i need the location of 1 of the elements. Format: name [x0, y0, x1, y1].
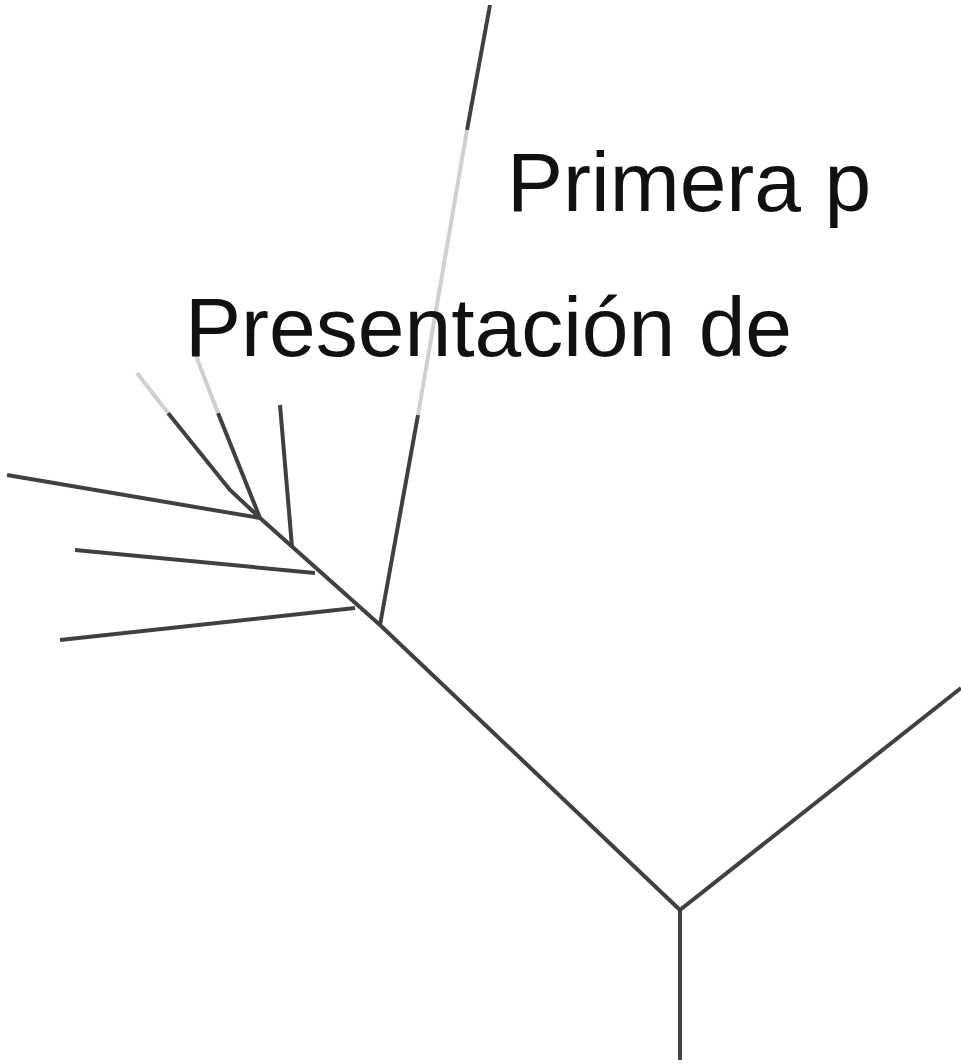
title-text: Presentación de: [185, 285, 793, 369]
